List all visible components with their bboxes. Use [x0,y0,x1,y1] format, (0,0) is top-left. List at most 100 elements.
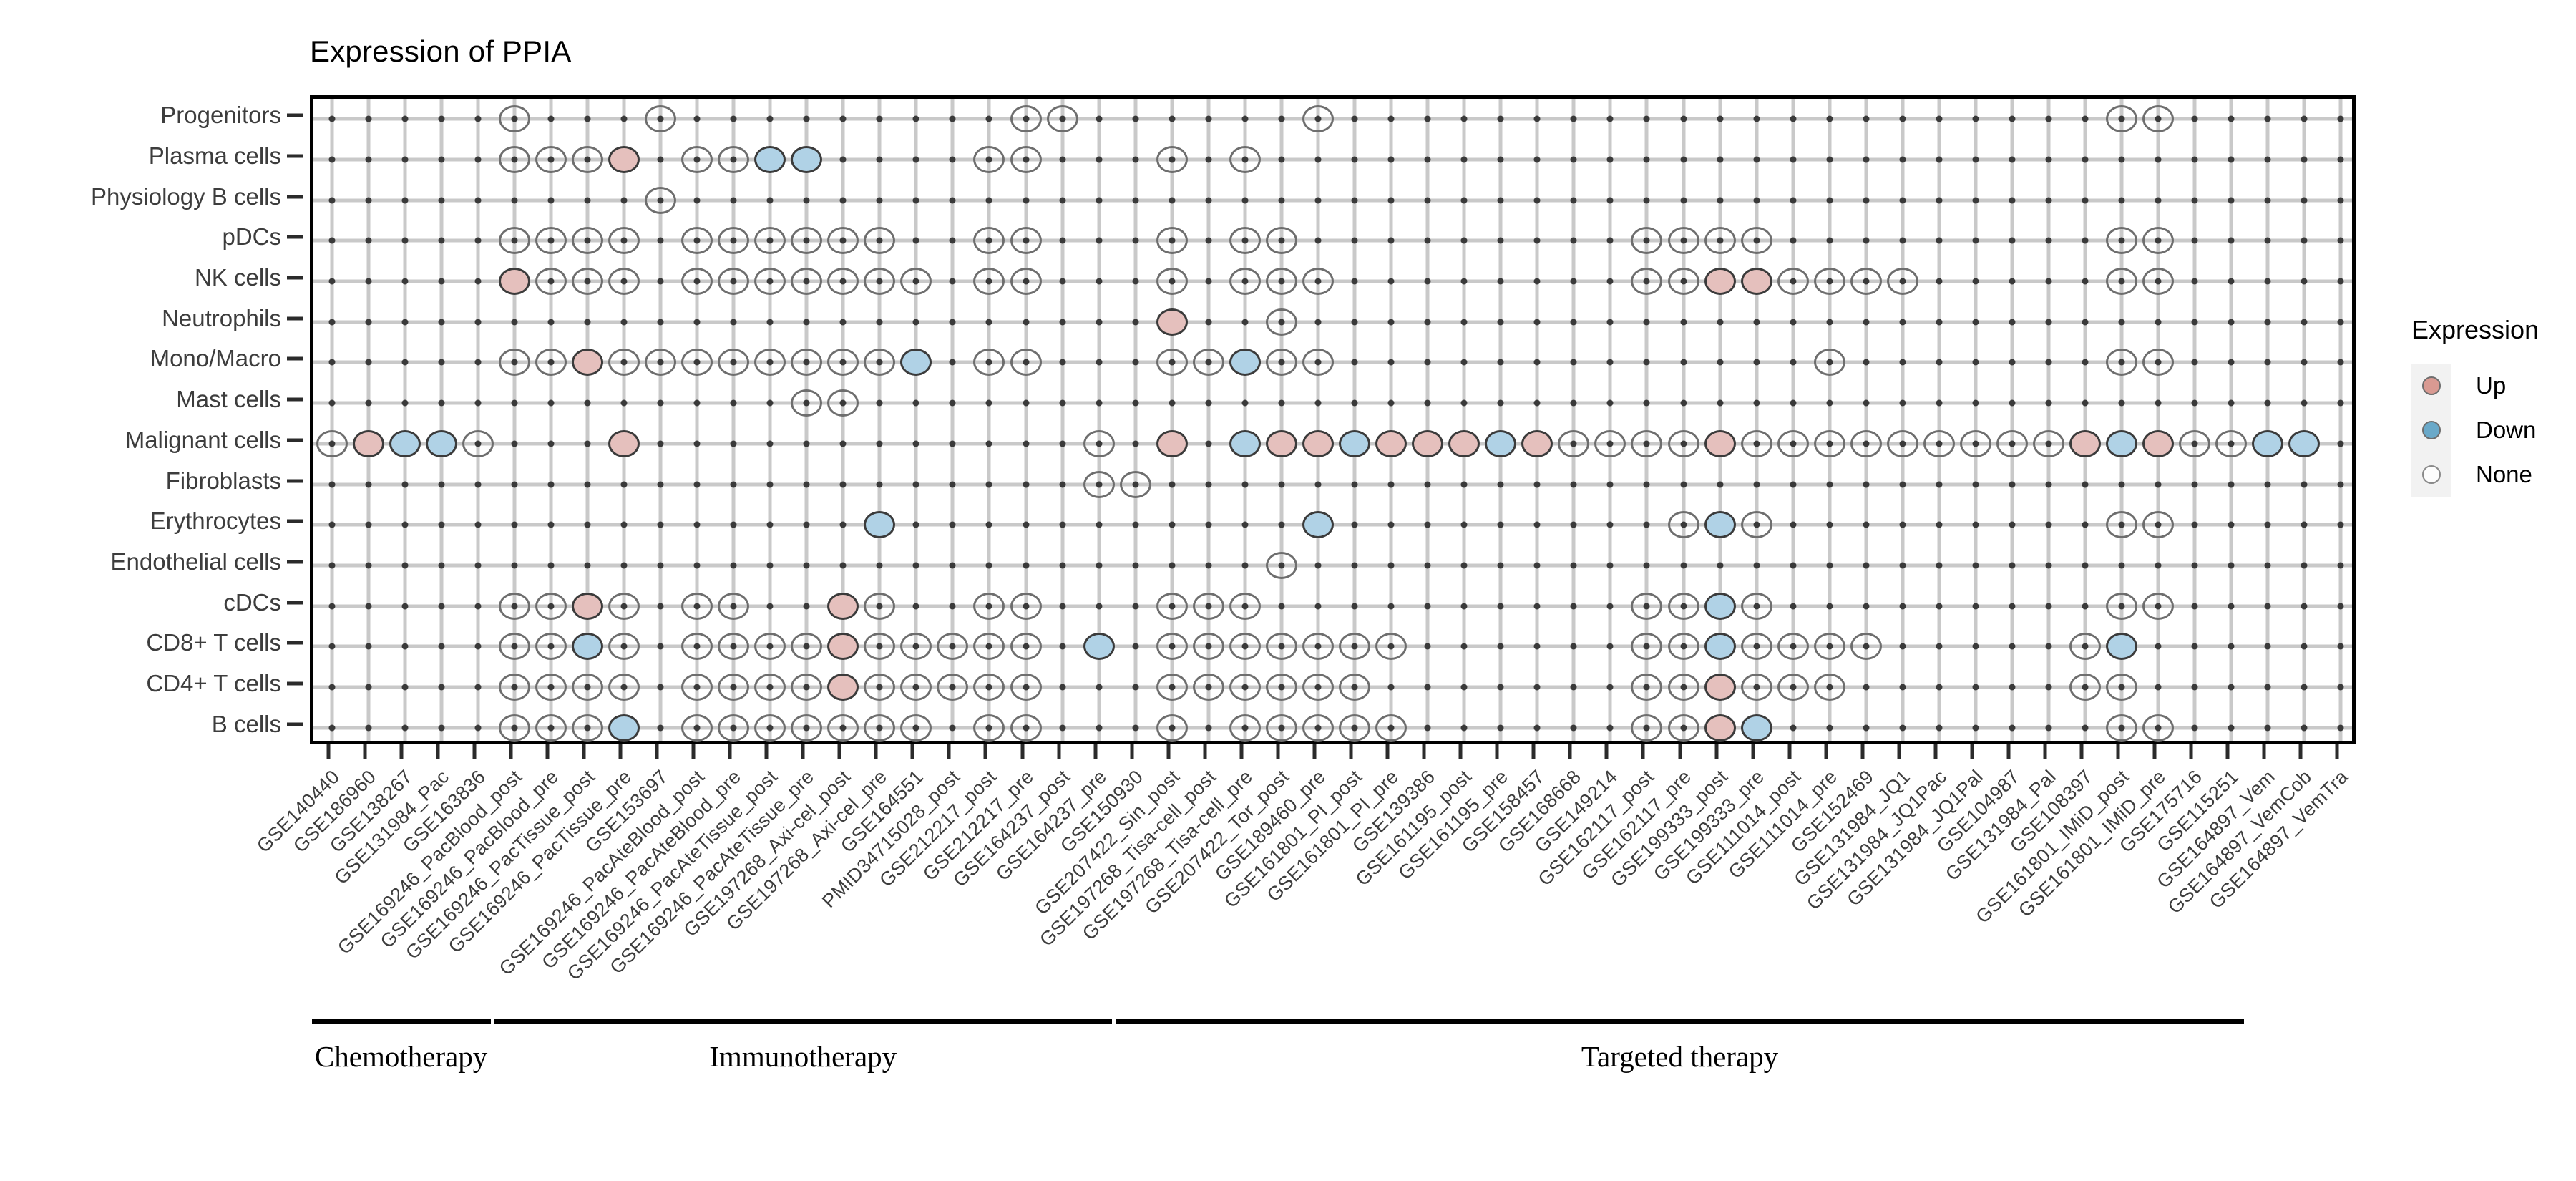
expression-dot[interactable] [1192,349,1224,376]
expression-dot[interactable] [1704,714,1736,742]
expression-dot[interactable] [1156,146,1188,174]
expression-dot[interactable] [1740,268,1772,296]
expression-dot[interactable] [1302,105,1334,133]
expression-dot[interactable] [1156,268,1188,296]
expression-dot[interactable] [864,349,896,376]
expression-dot[interactable] [827,633,859,661]
expression-dot[interactable] [1375,429,1407,457]
expression-dot[interactable] [608,592,640,620]
expression-dot[interactable] [791,714,823,742]
expression-dot[interactable] [791,349,823,376]
expression-dot[interactable] [1850,429,1882,457]
expression-dot[interactable] [1156,308,1188,336]
expression-dot[interactable] [2215,429,2248,457]
expression-dot[interactable] [1667,633,1699,661]
expression-dot[interactable] [1010,268,1042,296]
expression-dot[interactable] [571,268,603,296]
expression-dot[interactable] [1813,633,1845,661]
expression-dot[interactable] [1229,429,1261,457]
expression-dot[interactable] [1192,633,1224,661]
expression-dot[interactable] [608,429,640,457]
expression-dot[interactable] [1813,673,1845,701]
expression-dot[interactable] [2142,714,2175,742]
expression-dot[interactable] [864,592,896,620]
expression-dot[interactable] [316,429,348,457]
expression-dot[interactable] [937,673,969,701]
legend-item-down[interactable]: Down [2411,408,2576,452]
expression-dot[interactable] [1302,633,1334,661]
expression-dot[interactable] [1631,714,1663,742]
expression-dot[interactable] [1667,429,1699,457]
expression-dot[interactable] [864,673,896,701]
expression-dot[interactable] [498,714,530,742]
expression-dot[interactable] [1813,429,1845,457]
expression-dot[interactable] [2106,511,2138,539]
expression-dot[interactable] [1156,429,1188,457]
expression-dot[interactable] [1704,429,1736,457]
expression-dot[interactable] [1010,714,1042,742]
expression-dot[interactable] [900,349,932,376]
expression-dot[interactable] [1740,592,1772,620]
expression-dot[interactable] [389,429,421,457]
expression-dot[interactable] [2069,633,2102,661]
expression-dot[interactable] [681,633,713,661]
expression-dot[interactable] [1886,429,1918,457]
expression-dot[interactable] [718,633,750,661]
expression-dot[interactable] [1777,429,1809,457]
expression-dot[interactable] [827,389,859,417]
expression-dot[interactable] [681,227,713,255]
expression-dot[interactable] [2106,227,2138,255]
expression-dot[interactable] [900,673,932,701]
expression-dot[interactable] [498,268,530,296]
expression-dot[interactable] [973,227,1005,255]
expression-dot[interactable] [754,268,786,296]
expression-dot[interactable] [791,268,823,296]
expression-dot[interactable] [2106,105,2138,133]
expression-dot[interactable] [1448,429,1480,457]
expression-dot[interactable] [462,429,494,457]
expression-dot[interactable] [1156,714,1188,742]
expression-dot[interactable] [754,349,786,376]
expression-dot[interactable] [1740,673,1772,701]
expression-dot[interactable] [900,268,932,296]
expression-dot[interactable] [1667,714,1699,742]
expression-dot[interactable] [2252,429,2284,457]
expression-dot[interactable] [352,429,384,457]
expression-dot[interactable] [1156,227,1188,255]
expression-dot[interactable] [498,146,530,174]
expression-dot[interactable] [1229,592,1261,620]
expression-dot[interactable] [2106,349,2138,376]
expression-dot[interactable] [1740,429,1772,457]
expression-dot[interactable] [1119,470,1151,498]
expression-dot[interactable] [1631,429,1663,457]
expression-dot[interactable] [864,268,896,296]
expression-dot[interactable] [1010,227,1042,255]
expression-dot[interactable] [1704,673,1736,701]
expression-dot[interactable] [645,105,676,133]
expression-dot[interactable] [1740,227,1772,255]
expression-dot[interactable] [1265,429,1297,457]
expression-dot[interactable] [2106,714,2138,742]
expression-dot[interactable] [2142,429,2175,457]
expression-dot[interactable] [1229,714,1261,742]
expression-dot[interactable] [791,227,823,255]
expression-dot[interactable] [535,673,567,701]
expression-dot[interactable] [754,673,786,701]
expression-dot[interactable] [1339,429,1371,457]
expression-dot[interactable] [571,146,603,174]
expression-dot[interactable] [2142,511,2175,539]
expression-dot[interactable] [1631,268,1663,296]
expression-dot[interactable] [608,673,640,701]
expression-dot[interactable] [1046,105,1078,133]
expression-dot[interactable] [498,592,530,620]
expression-dot[interactable] [1777,633,1809,661]
expression-dot[interactable] [2288,429,2321,457]
expression-dot[interactable] [535,633,567,661]
expression-dot[interactable] [681,592,713,620]
expression-dot[interactable] [900,714,932,742]
expression-dot[interactable] [937,633,969,661]
expression-dot[interactable] [2142,349,2175,376]
expression-dot[interactable] [973,633,1005,661]
expression-dot[interactable] [608,268,640,296]
legend-item-none[interactable]: None [2411,452,2576,497]
